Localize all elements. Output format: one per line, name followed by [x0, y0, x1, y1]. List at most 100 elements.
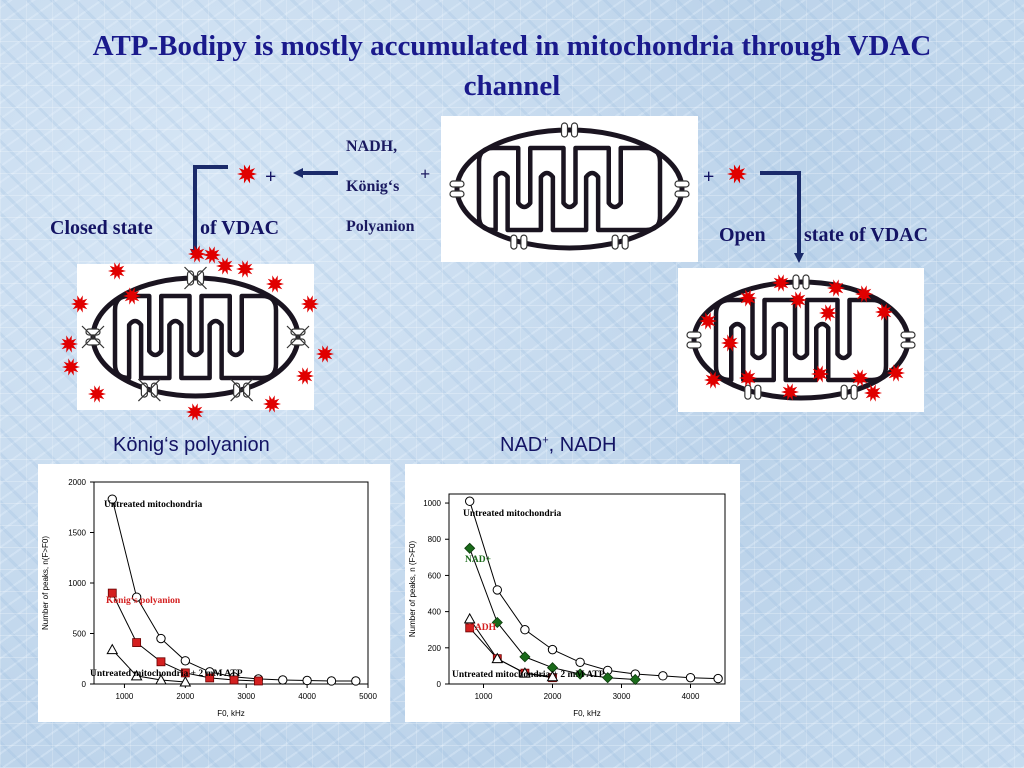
data-point — [132, 638, 142, 647]
open-inner-membrane — [713, 297, 889, 383]
data-point — [155, 673, 167, 685]
vdac-channel-icon — [686, 331, 702, 349]
atp-bodipy-inside-star-icon — [851, 369, 869, 387]
data-point — [519, 651, 531, 663]
y-tick-label: 0 — [82, 680, 87, 689]
data-point — [519, 667, 531, 678]
data-point — [302, 675, 312, 686]
atp-bodipy-outside-star-icon — [266, 275, 284, 293]
y-tick-label: 1500 — [68, 529, 86, 538]
vdac-channel-icon — [137, 378, 161, 402]
atp-bodipy-inside-star-icon — [739, 289, 757, 307]
data-point — [464, 542, 476, 554]
vdac-channel-icon — [560, 122, 579, 138]
y-tick-label: 800 — [428, 535, 442, 544]
atp-bodipy-outside-star-icon — [71, 295, 89, 313]
slide-title-text: ATP-Bodipy is mostly accumulated in mito… — [92, 30, 932, 102]
data-point — [713, 673, 723, 684]
data-point — [253, 676, 263, 686]
vdac-channel-icon — [792, 274, 810, 290]
data-point — [131, 592, 142, 602]
vdac-channel-icon — [900, 331, 916, 349]
atp-bodipy-outside-star-icon — [296, 367, 314, 385]
reagent-konigs: König‘s — [346, 178, 400, 195]
chart-right-title-rest: , NADH — [548, 434, 617, 456]
y-tick-label: 400 — [428, 608, 442, 617]
vdac-channel-icon — [230, 378, 254, 402]
data-point — [575, 657, 585, 667]
open-state-label: Open — [719, 224, 766, 246]
data-point — [130, 669, 143, 681]
chart-plot-frame — [93, 481, 369, 685]
atp-bodipy-inside-star-icon — [721, 334, 739, 352]
mito-center-diagram — [449, 122, 690, 251]
data-point — [180, 656, 191, 666]
closed-inner-membrane — [112, 293, 279, 381]
data-point — [326, 676, 337, 686]
x-axis-label: F0, kHz — [573, 709, 601, 718]
data-point — [546, 670, 559, 682]
y-tick-label: 200 — [428, 644, 442, 653]
center-mitochondrion — [449, 122, 690, 251]
data-point — [179, 675, 192, 687]
chart-right-title-nad: NAD — [500, 434, 543, 456]
mito-closed-diagram — [81, 266, 310, 402]
atp-bodipy-outside-star-icon — [216, 257, 234, 275]
atp-bodipy-outside-star-icon — [203, 246, 221, 264]
x-tick-label: 2000 — [176, 692, 194, 701]
data-point — [229, 675, 239, 685]
chart-plot-frame — [448, 493, 726, 685]
y-tick-label: 0 — [437, 680, 442, 689]
data-point — [156, 657, 166, 667]
y-tick-label: 2000 — [68, 478, 86, 487]
x-tick-label: 3000 — [613, 692, 631, 701]
x-tick-label: 3000 — [237, 692, 255, 701]
y-axis-label: Number of peaks, n (F>F0) — [408, 541, 417, 638]
mito-center-panel — [441, 116, 698, 262]
atp-bodipy-outside-star-icon — [88, 385, 106, 403]
atp-bodipy-free-star-icon — [237, 164, 257, 184]
atp-bodipy-outside-star-icon — [263, 395, 281, 413]
closed-state-label: Closed state — [50, 217, 153, 239]
vdac-channel-icon — [510, 234, 528, 250]
data-point — [464, 496, 475, 506]
data-point — [685, 672, 696, 683]
vdac-channel-icon — [449, 180, 465, 198]
atp-bodipy-outside-star-icon — [188, 245, 206, 263]
x-tick-label: 4000 — [682, 692, 700, 701]
atp-bodipy-inside-star-icon — [781, 383, 799, 401]
data-point — [547, 644, 558, 655]
data-point — [107, 588, 117, 598]
vdac-channel-icon — [840, 384, 858, 400]
y-tick-label: 1000 — [68, 579, 86, 588]
atp-bodipy-inside-star-icon — [887, 364, 905, 382]
y-tick-label: 500 — [73, 630, 87, 639]
data-point — [463, 612, 476, 624]
atp-bodipy-outside-star-icon — [236, 260, 254, 278]
vdac-channel-icon — [184, 266, 207, 290]
data-point — [156, 633, 166, 644]
vdac-channel-icon — [674, 180, 690, 198]
data-point — [351, 676, 361, 686]
atp-bodipy-inside-star-icon — [875, 303, 893, 321]
open-of-vdac-label: state of VDAC — [804, 224, 929, 246]
atp-bodipy-outside-star-icon — [301, 295, 319, 313]
data-point — [492, 585, 503, 595]
data-point — [520, 625, 530, 635]
series-annotation: Untreated mitochondria + 2 mM ATP — [452, 670, 605, 680]
x-tick-label: 2000 — [544, 692, 562, 701]
data-point — [107, 494, 117, 504]
plus-right: + — [703, 166, 715, 188]
data-point — [574, 668, 586, 680]
y-tick-label: 1000 — [423, 499, 441, 508]
arrow-to-open — [760, 171, 804, 263]
closed-of-vdac-label: of VDAC — [200, 217, 280, 239]
atp-bodipy-outside-star-icon — [123, 287, 141, 305]
open-outer-membrane — [691, 279, 911, 401]
atp-bodipy-outside-star-icon — [316, 345, 334, 363]
chart-right-title: NAD+, NADH — [500, 434, 616, 457]
